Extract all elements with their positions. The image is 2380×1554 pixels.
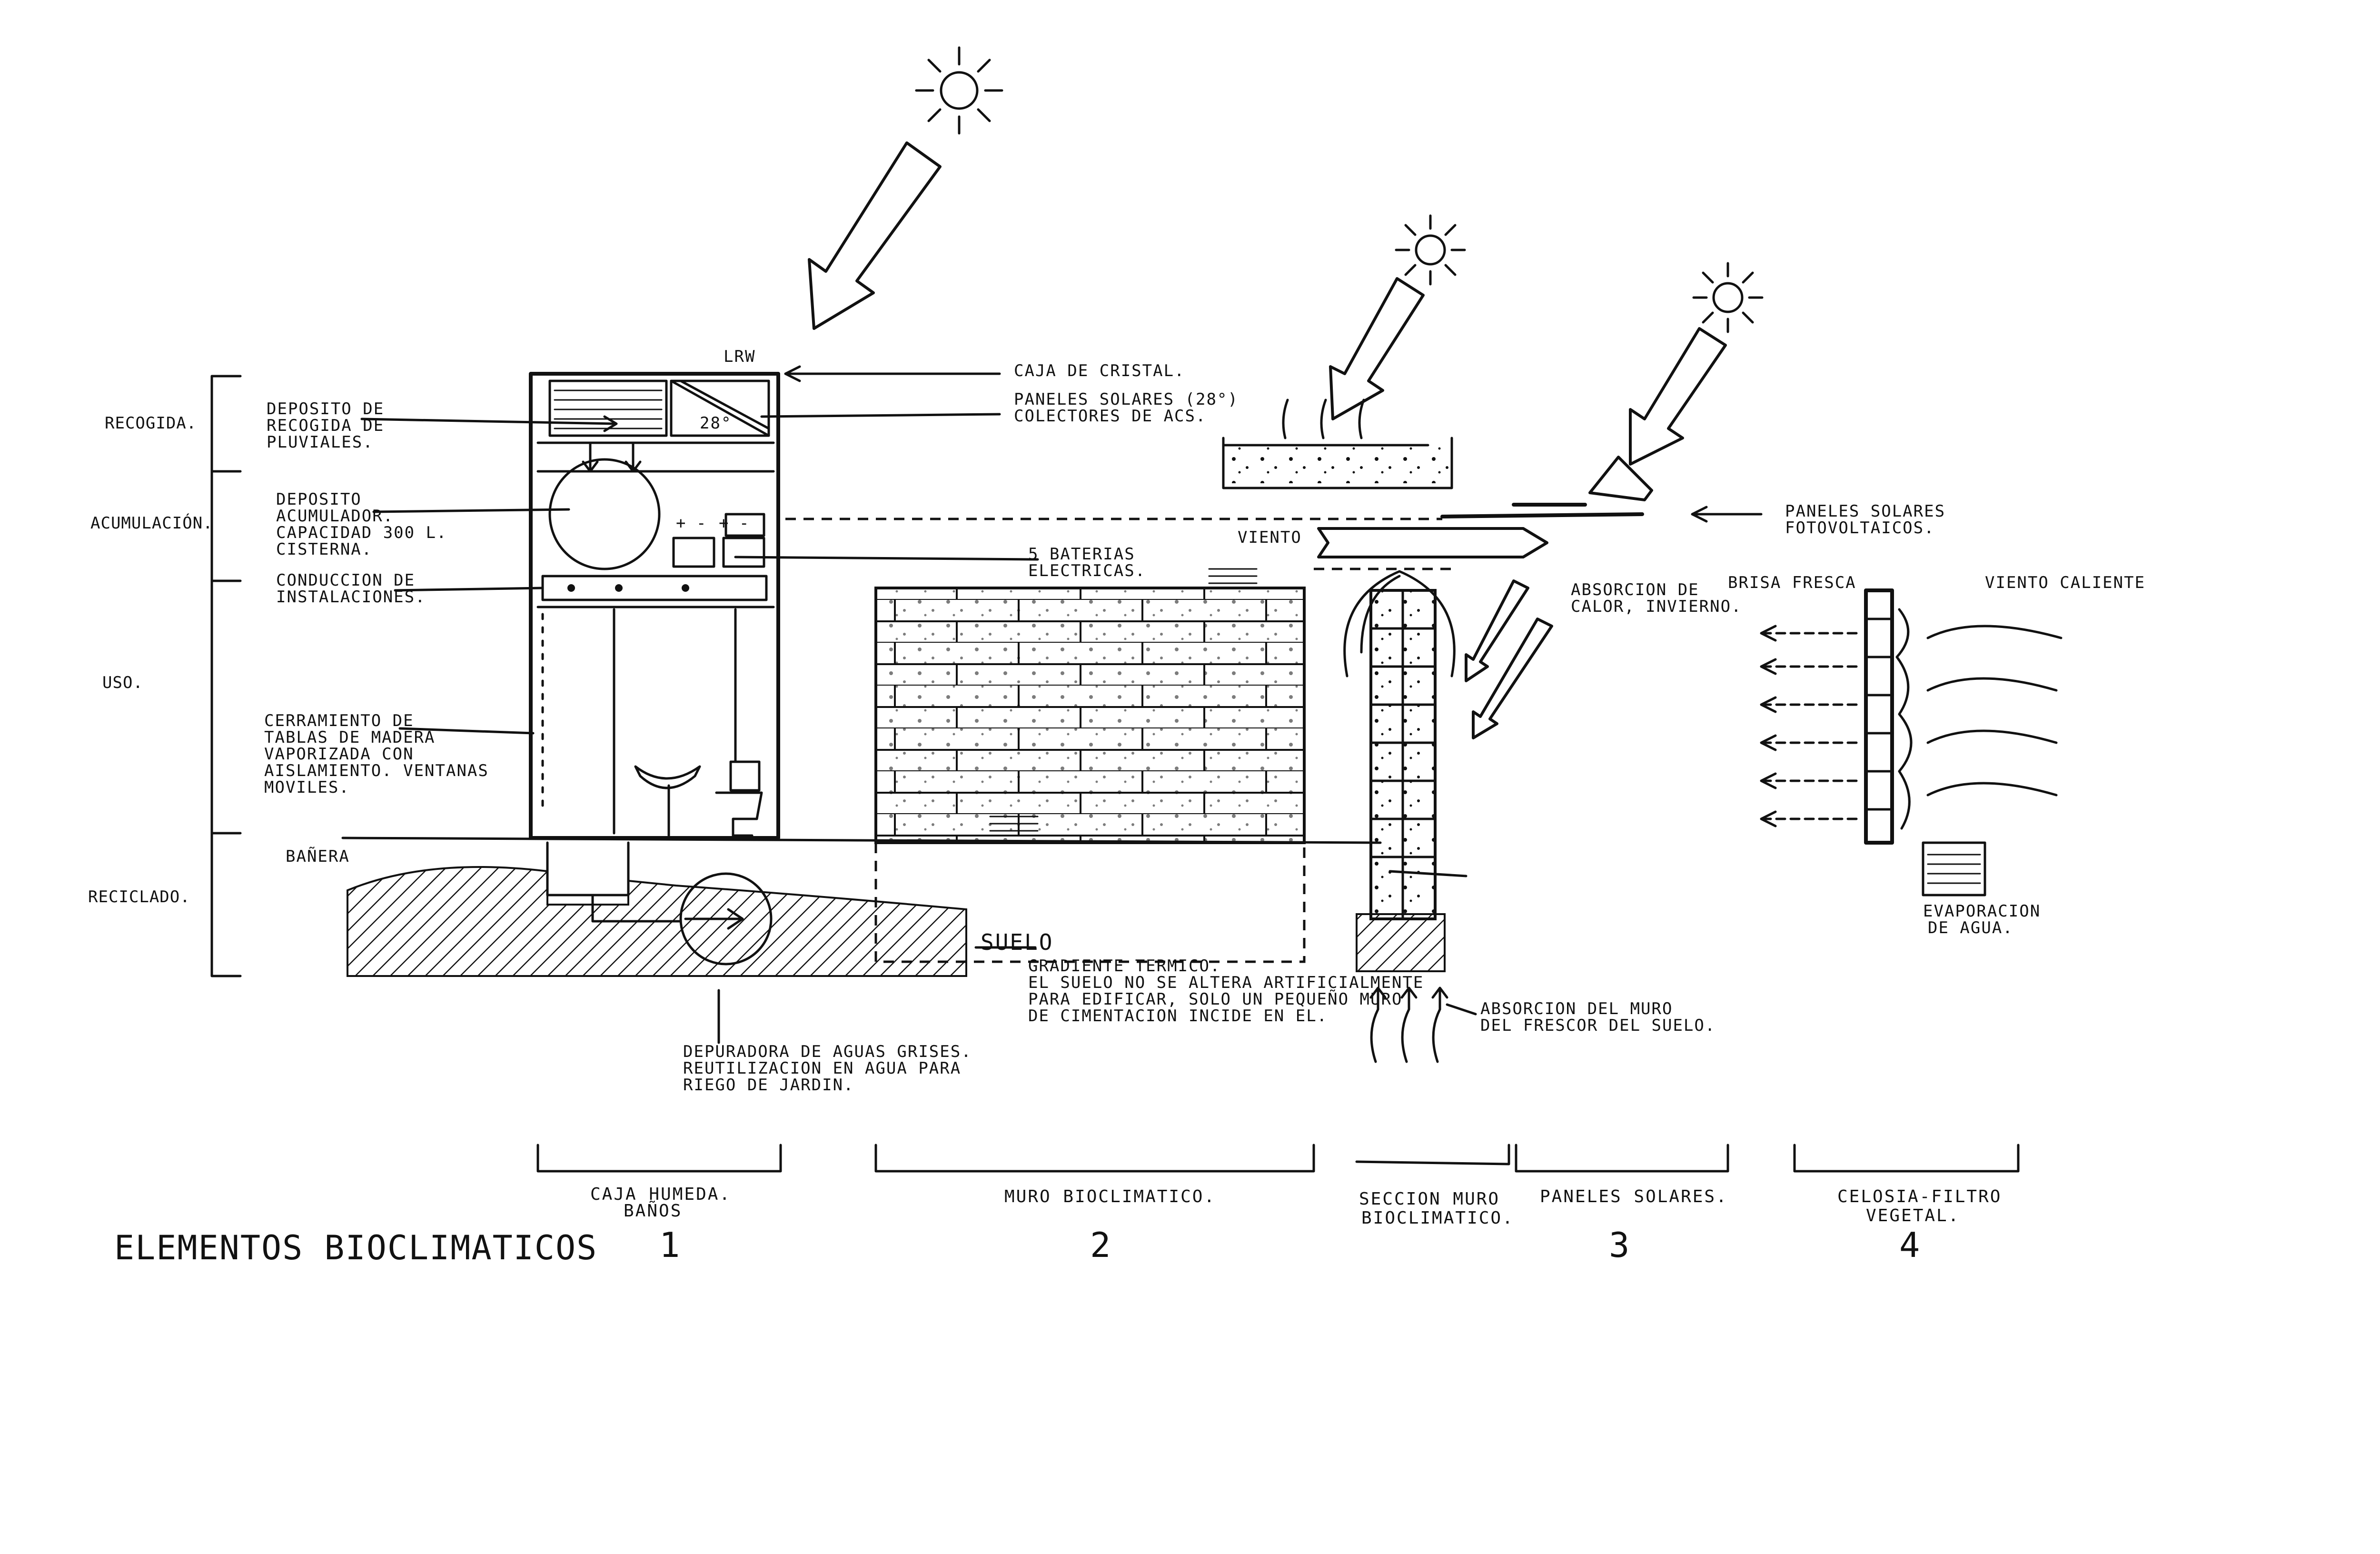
svg-text:DE AGUA.: DE AGUA. [1928,918,2013,937]
svg-text:ELECTRICAS.: ELECTRICAS. [1028,561,1146,580]
wet-box-section: + - + - [529,372,780,966]
svg-text:INSTALACIONES.: INSTALACIONES. [276,588,426,607]
sun-icon [1692,262,1764,333]
svg-text:3: 3 [1609,1225,1629,1265]
svg-text:CAPACIDAD 300 L.: CAPACIDAD 300 L. [276,523,447,542]
svg-text:2: 2 [1090,1225,1111,1265]
stage-reciclado: RECICLADO. [88,887,190,906]
svg-text:VEGETAL.: VEGETAL. [1866,1206,1960,1225]
svg-text:RECOGIDA DE: RECOGIDA DE [267,416,384,435]
svg-text:CAJA DE CRISTAL.: CAJA DE CRISTAL. [1014,361,1185,380]
svg-text:DEPOSITO: DEPOSITO [276,490,362,509]
svg-text:CISTERNA.: CISTERNA. [276,540,372,559]
svg-text:CELOSIA-FILTRO: CELOSIA-FILTRO [1837,1187,2002,1206]
svg-text:RIEGO DE JARDIN.: RIEGO DE JARDIN. [683,1076,854,1095]
svg-text:EL SUELO NO SE ALTERA ARTIFICI: EL SUELO NO SE ALTERA ARTIFICIALMENTE [1028,973,1424,992]
solar-radiation-arrow [1329,277,1425,420]
svg-text:4: 4 [1899,1225,1920,1265]
stage-brackets [210,375,242,977]
svg-text:SECCION MURO: SECCION MURO [1359,1189,1500,1209]
svg-text:MURO BIOCLIMATICO.: MURO BIOCLIMATICO. [1004,1187,1216,1206]
caption-group-3: PANELES SOLARES. 3 [1540,1187,1728,1265]
annotation-labels: LRW 28° CAJA DE CRISTAL. PANELES SOLARES… [264,347,2145,1095]
svg-text:TABLAS DE MADERA: TABLAS DE MADERA [264,728,436,747]
svg-text:BAÑERA: BAÑERA [286,847,350,866]
stage-acumulacion: ACUMULACIÓN. [90,513,213,533]
svg-text:PARA EDIFICAR, SOLO UN PEQUEÑO: PARA EDIFICAR, SOLO UN PEQUEÑO MURO [1028,990,1402,1009]
svg-text:DEPOSITO DE: DEPOSITO DE [267,399,384,418]
svg-text:GRADIENTE TERMICO.: GRADIENTE TERMICO. [1028,956,1220,976]
svg-text:REUTILIZACION EN AGUA PARA: REUTILIZACION EN AGUA PARA [683,1059,961,1078]
solar-radiation-arrow [1629,327,1727,466]
ground-hatch [347,866,967,977]
svg-text:PANELES SOLARES.: PANELES SOLARES. [1540,1187,1728,1206]
svg-text:DE CIMENTACION INCIDE EN EL.: DE CIMENTACION INCIDE EN EL. [1028,1006,1328,1026]
caption-group-section: SECCION MURO BIOCLIMATICO. [1359,1189,1514,1228]
svg-text:+ -: + - [676,514,706,533]
svg-text:SUELO: SUELO [981,929,1053,955]
svg-text:EVAPORACION: EVAPORACION [1923,902,2041,921]
svg-text:+ -: + - [719,514,749,533]
svg-text:PANELES SOLARES (28°): PANELES SOLARES (28°) [1014,390,1239,409]
svg-text:VAPORIZADA CON: VAPORIZADA CON [264,745,414,764]
wall-section [1314,527,1553,1063]
sun-icon [1395,214,1466,286]
solar-radiation-arrow [808,141,942,330]
svg-text:ACUMULADOR.: ACUMULADOR. [276,507,394,526]
svg-text:5 BATERIAS: 5 BATERIAS [1028,545,1135,564]
svg-text:BIOCLIMATICO.: BIOCLIMATICO. [1361,1208,1514,1228]
caption-group-2: MURO BIOCLIMATICO. 2 [1004,1187,1216,1265]
bioclimatic-wall [874,568,1306,963]
sun-icon [915,46,1003,135]
svg-text:FOTOVOLTAICOS.: FOTOVOLTAICOS. [1785,518,1935,538]
svg-text:ABSORCION DE: ABSORCION DE [1571,580,1699,599]
svg-text:CERRAMIENTO DE: CERRAMIENTO DE [264,711,414,730]
svg-text:PANELES SOLARES: PANELES SOLARES [1785,502,1945,521]
caption-group-1: CAJA HUMEDA. BAÑOS 1 [590,1185,731,1265]
leader-lines [360,365,1477,1044]
svg-text:LRW: LRW [724,347,755,366]
svg-text:1: 1 [659,1225,680,1265]
svg-text:28°: 28° [700,414,732,433]
caption-brackets [536,1144,2020,1173]
svg-text:DEPURADORA DE AGUAS GRISES.: DEPURADORA DE AGUAS GRISES. [683,1042,972,1061]
svg-text:ABSORCION DEL MURO: ABSORCION DEL MURO [1480,999,1673,1018]
svg-text:CAJA HUMEDA.: CAJA HUMEDA. [590,1185,731,1204]
ground-hatch [1356,913,1446,972]
stage-uso: USO. [102,673,143,692]
vegetal-screen [1760,588,2063,897]
svg-text:AISLAMIENTO. VENTANAS: AISLAMIENTO. VENTANAS [264,761,489,780]
svg-text:VIENTO CALIENTE: VIENTO CALIENTE [1985,573,2145,592]
svg-text:CONDUCCION DE: CONDUCCION DE [276,571,415,590]
svg-text:BRISA FRESCA: BRISA FRESCA [1728,573,1856,592]
svg-text:BAÑOS: BAÑOS [624,1201,682,1221]
svg-text:COLECTORES DE ACS.: COLECTORES DE ACS. [1014,407,1206,426]
svg-text:CALOR, INVIERNO.: CALOR, INVIERNO. [1571,597,1742,616]
svg-text:VIENTO: VIENTO [1238,528,1302,547]
stage-recogida: RECOGIDA. [105,414,197,433]
svg-text:MOVILES.: MOVILES. [264,778,350,797]
svg-text:PLUVIALES.: PLUVIALES. [267,433,374,452]
svg-text:DEL FRESCOR DEL SUELO.: DEL FRESCOR DEL SUELO. [1480,1016,1716,1035]
caption-group-4: CELOSIA-FILTRO VEGETAL. 4 [1837,1187,2002,1265]
green-roof [1222,398,1453,489]
diagram-title: ELEMENTOS BIOCLIMATICOS [114,1228,597,1267]
photovoltaic-panel [785,456,1763,523]
